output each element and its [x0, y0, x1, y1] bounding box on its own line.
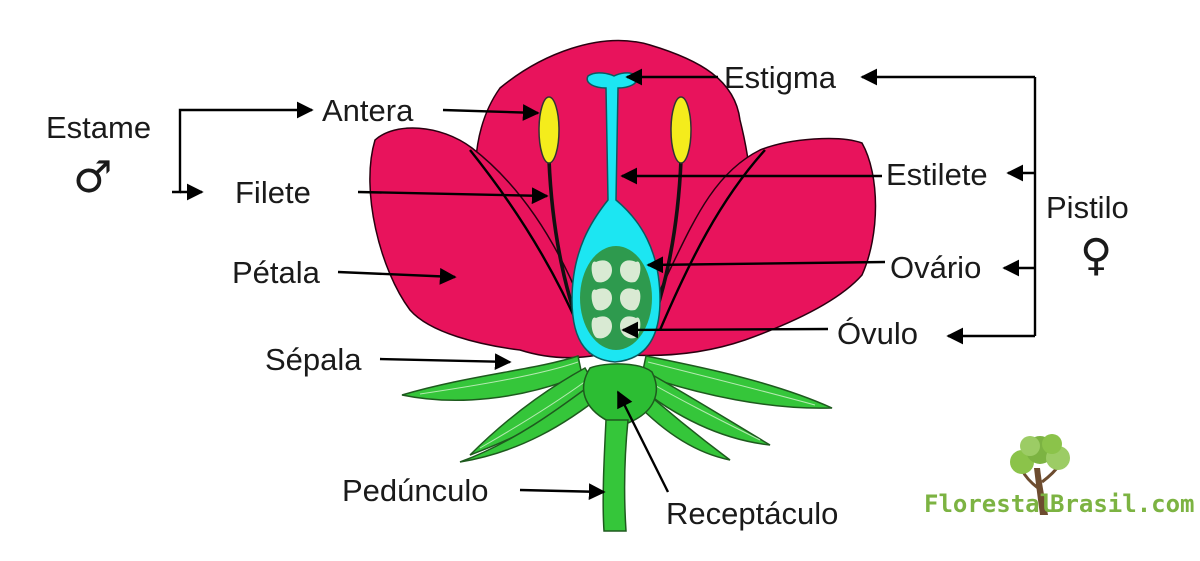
ovule: [620, 260, 641, 283]
leader-lines: [172, 68, 1037, 501]
labels: Estame ♂ Antera Filete Pétala Sépala Ped…: [46, 60, 1129, 531]
pedunculo-arrow: [519, 483, 606, 501]
label-ovulo: Óvulo: [837, 316, 918, 351]
flower-illustration: [369, 39, 877, 532]
peduncle: [602, 419, 629, 532]
female-symbol-icon: ♀: [1080, 230, 1112, 281]
label-receptaculo: Receptáculo: [666, 496, 838, 531]
sepala-arrow: [379, 353, 512, 371]
label-sepala: Sépala: [265, 342, 362, 377]
petala-arrow: [337, 267, 457, 285]
antera-arrow: [442, 104, 540, 121]
label-petala: Pétala: [232, 255, 321, 290]
filete-arrow: [357, 187, 549, 205]
ovule: [591, 316, 612, 339]
anther-right: [670, 96, 692, 164]
label-filete: Filete: [235, 175, 311, 210]
male-symbol-icon: ♂: [73, 152, 112, 203]
receptaculo-arrow: [616, 390, 670, 493]
estame-bracket: [172, 101, 314, 194]
sepal-4: [641, 355, 833, 409]
ovule: [591, 288, 612, 311]
label-pedunculo: Pedúnculo: [342, 473, 489, 508]
tree-icon: [1010, 434, 1070, 515]
brand-name-part2: Brasil.com: [1050, 490, 1195, 518]
label-estilete: Estilete: [886, 157, 988, 192]
label-ovario: Ovário: [890, 250, 981, 285]
sepal-1: [401, 355, 583, 401]
ovule: [591, 260, 612, 283]
brand-name-part1: Florestal: [924, 490, 1054, 518]
label-estigma: Estigma: [724, 60, 837, 95]
ovario-arrow: [646, 256, 886, 274]
label-pistilo: Pistilo: [1046, 190, 1129, 225]
anther-left: [538, 96, 560, 164]
ovulo-arrow: [621, 321, 829, 339]
sepal-5: [635, 366, 771, 446]
label-estame: Estame: [46, 110, 151, 145]
label-antera: Antera: [322, 93, 414, 128]
florestal-brasil-logo: Florestal Brasil.com: [924, 434, 1195, 518]
ovule: [620, 288, 641, 311]
